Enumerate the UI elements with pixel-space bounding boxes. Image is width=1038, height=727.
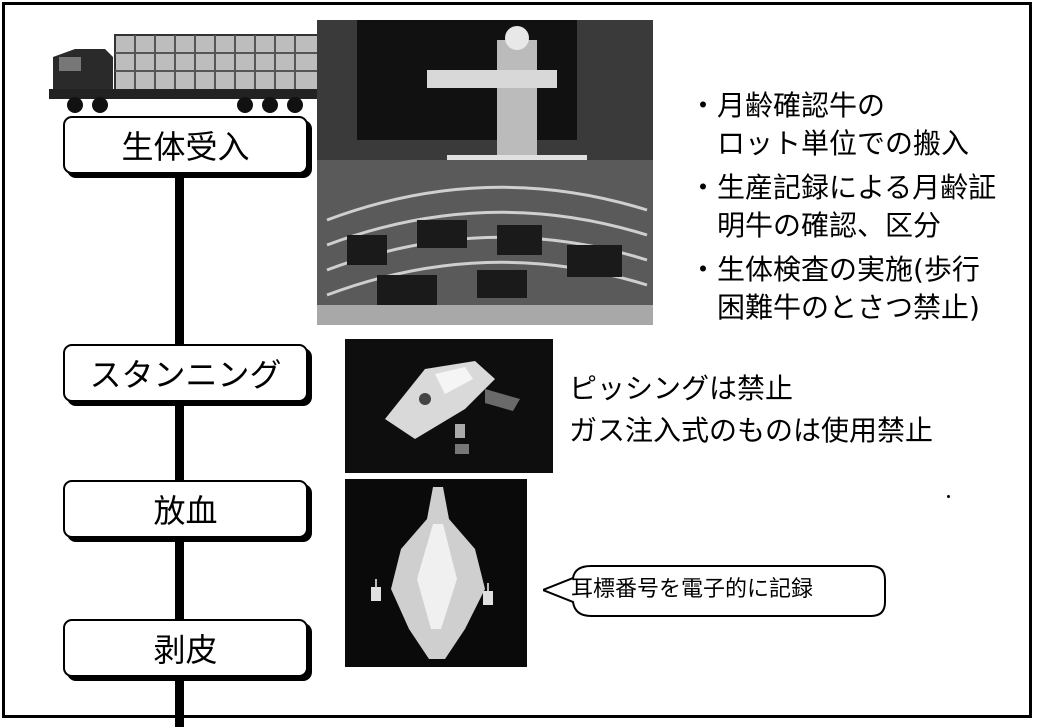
receiving-pen-photo xyxy=(317,20,653,325)
stunning-notes: ピッシングは禁止 ガス注入式のものは使用禁止 xyxy=(569,368,933,452)
step-label: スタンニング xyxy=(89,356,282,394)
pithing-ban-text: ピッシングは禁止 xyxy=(569,372,794,405)
step-bleeding: 放血 xyxy=(63,480,308,538)
carcass-photo xyxy=(345,479,527,667)
ear-tag-callout-label: 耳標番号を電子的に記録 xyxy=(571,577,814,602)
cattle-truck-image xyxy=(49,34,321,113)
stray-dot xyxy=(947,495,950,498)
timeline-spine xyxy=(175,155,184,727)
step-stunning: スタンニング xyxy=(63,344,308,402)
step-label: 剥皮 xyxy=(153,631,218,669)
note-live-inspection: 生体検査の実施(歩行 困難牛のとさつ禁止) xyxy=(689,251,1034,327)
stunning-photo xyxy=(345,339,553,473)
step-label: 放血 xyxy=(153,492,218,530)
note-lot-delivery: 月齢確認牛の ロット単位での搬入 xyxy=(689,87,1034,163)
step-label: 生体受入 xyxy=(121,128,250,166)
step-skinning: 剥皮 xyxy=(63,619,308,677)
step-receiving: 生体受入 xyxy=(63,116,308,174)
ear-tag-callout xyxy=(543,565,886,617)
gas-injection-ban-text: ガス注入式のものは使用禁止 xyxy=(569,414,934,447)
note-age-verification: 生産記録による月齢証 明牛の確認、区分 xyxy=(689,169,1034,245)
receiving-notes: 月齢確認牛の ロット単位での搬入 生産記録による月齢証 明牛の確認、区分 生体検… xyxy=(689,87,1034,333)
